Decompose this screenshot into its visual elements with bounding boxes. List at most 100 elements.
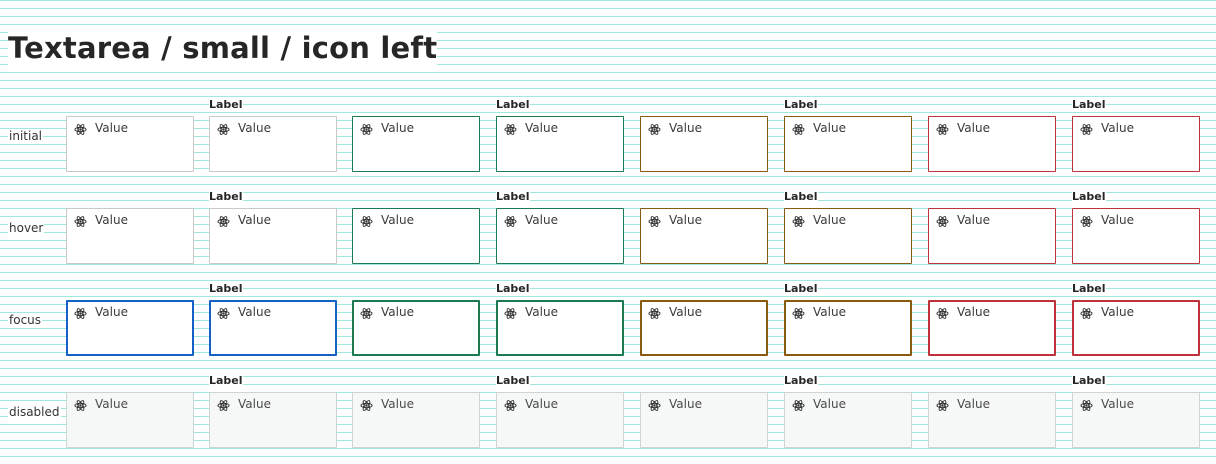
textarea-warning-focus[interactable]: Value [640,300,768,356]
atom-icon [792,307,805,320]
textarea-value: Value [238,121,271,135]
atom-icon [792,399,805,412]
textarea-success-focus[interactable]: Value [352,300,480,356]
field-label: Label [1072,98,1106,111]
textarea-error-initial[interactable]: Value [928,116,1056,172]
field-label: Label [784,190,818,203]
page-title: Textarea / small / icon left [8,28,438,68]
atom-icon [360,307,373,320]
state-label-hover: hover [8,221,45,235]
textarea-default-initial[interactable]: Value [66,116,194,172]
textarea-success-hover[interactable]: Value [352,208,480,264]
textarea-error-focus-labeled[interactable]: Value [1072,300,1200,356]
textarea-default-disabled-labeled: Value [209,392,337,448]
atom-icon [217,307,230,320]
textarea-value: Value [957,397,990,411]
field-label: Label [496,282,530,295]
textarea-success-focus-labeled[interactable]: Value [496,300,624,356]
textarea-value: Value [957,213,990,227]
textarea-default-initial-labeled[interactable]: Value [209,116,337,172]
textarea-default-focus-labeled[interactable]: Value [209,300,337,356]
textarea-error-hover-labeled[interactable]: Value [1072,208,1200,264]
textarea-success-disabled: Value [352,392,480,448]
textarea-value: Value [95,213,128,227]
atom-icon [360,215,373,228]
textarea-warning-disabled: Value [640,392,768,448]
atom-icon [74,123,87,136]
textarea-value: Value [95,397,128,411]
atom-icon [936,215,949,228]
textarea-default-disabled: Value [66,392,194,448]
textarea-error-hover[interactable]: Value [928,208,1056,264]
field-label: Label [496,190,530,203]
field-label: Label [209,190,243,203]
atom-icon [936,123,949,136]
field-label: Label [209,374,243,387]
field-label: Label [784,374,818,387]
atom-icon [504,123,517,136]
atom-icon [217,399,230,412]
atom-icon [1080,307,1093,320]
field-label: Label [784,282,818,295]
textarea-value: Value [525,121,558,135]
textarea-value: Value [1101,397,1134,411]
textarea-warning-initial[interactable]: Value [640,116,768,172]
atom-icon [74,215,87,228]
field-label: Label [1072,190,1106,203]
textarea-default-hover-labeled[interactable]: Value [209,208,337,264]
textarea-warning-hover[interactable]: Value [640,208,768,264]
textarea-success-hover-labeled[interactable]: Value [496,208,624,264]
atom-icon [1080,215,1093,228]
textarea-value: Value [381,305,414,319]
atom-icon [360,399,373,412]
textarea-success-initial[interactable]: Value [352,116,480,172]
atom-icon [1080,399,1093,412]
textarea-value: Value [669,121,702,135]
state-label-disabled: disabled [8,405,61,419]
atom-icon [648,399,661,412]
atom-icon [217,215,230,228]
textarea-value: Value [1101,121,1134,135]
atom-icon [648,307,661,320]
textarea-value: Value [238,305,271,319]
atom-icon [217,123,230,136]
textarea-error-disabled: Value [928,392,1056,448]
field-label: Label [209,282,243,295]
field-label: Label [1072,282,1106,295]
atom-icon [648,215,661,228]
field-label: Label [1072,374,1106,387]
atom-icon [504,215,517,228]
textarea-error-initial-labeled[interactable]: Value [1072,116,1200,172]
textarea-value: Value [381,213,414,227]
state-label-focus: focus [8,313,43,327]
textarea-warning-initial-labeled[interactable]: Value [784,116,912,172]
textarea-value: Value [95,121,128,135]
textarea-value: Value [238,213,271,227]
atom-icon [792,123,805,136]
textarea-value: Value [669,213,702,227]
field-label: Label [496,374,530,387]
textarea-warning-disabled-labeled: Value [784,392,912,448]
textarea-warning-focus-labeled[interactable]: Value [784,300,912,356]
atom-icon [936,399,949,412]
atom-icon [360,123,373,136]
textarea-default-focus[interactable]: Value [66,300,194,356]
textarea-warning-hover-labeled[interactable]: Value [784,208,912,264]
textarea-value: Value [381,121,414,135]
atom-icon [936,307,949,320]
atom-icon [648,123,661,136]
textarea-success-disabled-labeled: Value [496,392,624,448]
textarea-success-initial-labeled[interactable]: Value [496,116,624,172]
textarea-error-disabled-labeled: Value [1072,392,1200,448]
state-label-initial: initial [8,129,43,143]
atom-icon [792,215,805,228]
atom-icon [504,399,517,412]
textarea-value: Value [95,305,128,319]
atom-icon [504,307,517,320]
textarea-error-focus[interactable]: Value [928,300,1056,356]
atom-icon [1080,123,1093,136]
textarea-default-hover[interactable]: Value [66,208,194,264]
textarea-value: Value [957,121,990,135]
textarea-value: Value [813,397,846,411]
textarea-value: Value [813,213,846,227]
